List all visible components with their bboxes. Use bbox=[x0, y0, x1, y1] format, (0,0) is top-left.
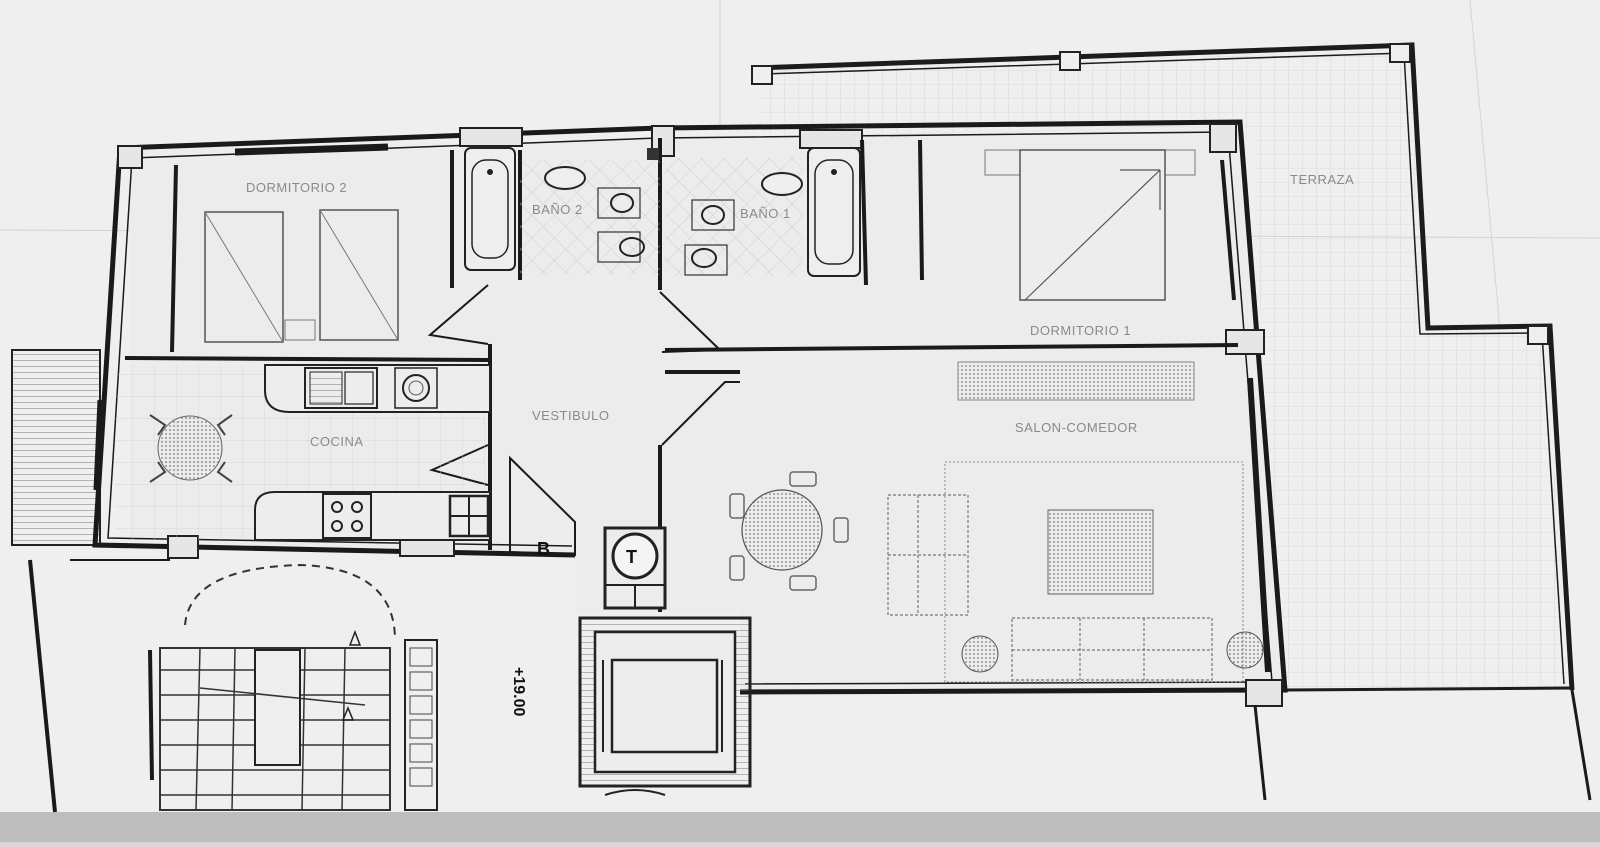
room-label-dormitorio-1: DORMITORIO 1 bbox=[1030, 323, 1131, 338]
elevation-label: +19.00 bbox=[510, 667, 527, 716]
paper-edge bbox=[0, 812, 1600, 842]
room-label-cocina: COCINA bbox=[310, 434, 364, 449]
kitchen: COCINA bbox=[115, 364, 491, 541]
terrace bbox=[751, 42, 1575, 692]
staircase bbox=[28, 559, 438, 813]
living-dining: SALON-COMEDOR bbox=[729, 361, 1264, 683]
room-label-terraza: TERRAZA bbox=[1290, 172, 1354, 187]
room-label-salon-comedor: SALON-COMEDOR bbox=[1015, 420, 1138, 435]
left-balcony bbox=[11, 349, 101, 546]
mark-t: T bbox=[626, 547, 637, 567]
room-label-bano-1: BAÑO 1 bbox=[740, 206, 791, 221]
elevation-mark: +19.00 bbox=[510, 667, 527, 716]
installation-shaft: T bbox=[603, 526, 667, 610]
bedroom-2: DORMITORIO 2 bbox=[204, 180, 399, 343]
room-label-bano-2: BAÑO 2 bbox=[532, 202, 583, 217]
elevator bbox=[578, 616, 752, 796]
bedroom-1: DORMITORIO 1 bbox=[984, 149, 1196, 338]
room-label-vestibulo: VESTIBULO bbox=[532, 408, 609, 423]
windows bbox=[93, 143, 1271, 673]
lower-right-walls bbox=[1253, 689, 1592, 801]
room-label-dormitorio-2: DORMITORIO 2 bbox=[246, 180, 347, 195]
mark-b: B bbox=[537, 539, 550, 559]
door-swings bbox=[427, 284, 740, 557]
bathrooms: BAÑO 2 BAÑO 1 bbox=[464, 147, 861, 277]
